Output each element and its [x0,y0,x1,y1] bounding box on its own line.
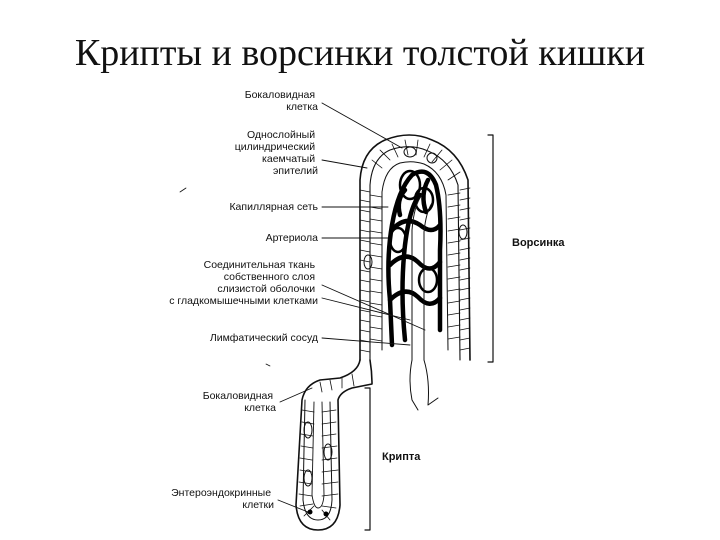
label-capillary-net: Капиллярная сеть [229,201,318,213]
crypt-cells [298,373,355,521]
label-crypt: Крипта [382,451,421,463]
stray-mark [179,187,187,193]
label-arteriole: Артериола [266,232,319,244]
crypt-goblet-cells [303,421,333,487]
leader-lines [277,102,426,513]
epithelium-cells [359,139,471,353]
label-epithelium: Однослойный цилиндрический каемчатый эпи… [235,129,318,177]
capillary-loops [388,169,439,294]
label-goblet-cell-bottom: Бокаловидная клетка [203,390,276,414]
label-enteroendocrine: Энтероэндокринные клетки [171,487,274,511]
lymphatic-vessel [409,194,439,411]
villus-goblet-cells [363,146,468,270]
enteroendocrine-cells [307,509,329,517]
capillary-network [386,169,443,348]
label-villus: Ворсинка [512,237,565,249]
slide-title: Крипты и ворсинки толстой кишки [74,32,646,74]
label-lymphatic-vessel: Лимфатический сосуд [210,332,318,344]
crypt-bracket [364,387,371,531]
label-connective-tissue: Соединительная ткань собственного слоя с… [169,259,318,307]
stray-mark [265,363,271,367]
labels: Бокаловидная клетка Однослойный цилиндри… [169,89,565,511]
villus-bracket [487,134,494,363]
label-goblet-cell-top: Бокаловидная клетка [245,89,318,113]
